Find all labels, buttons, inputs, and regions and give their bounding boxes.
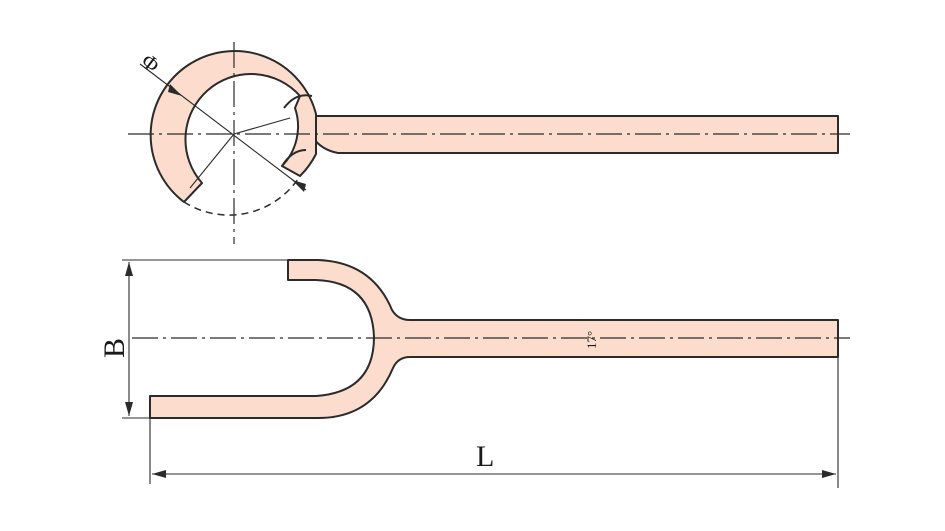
b-arrow-bottom: [125, 402, 133, 416]
ring-lower-cut: [281, 149, 307, 167]
diameter-dimension-line: [139, 63, 307, 191]
length-label: L: [476, 440, 494, 473]
fork-body: [149, 259, 839, 419]
diameter-label: Φ: [137, 48, 165, 78]
l-arrow-left: [152, 470, 166, 478]
ring-radial-line-1: [189, 133, 235, 189]
diameter-arrow-start: [168, 84, 182, 96]
top-view: Φ: [128, 42, 850, 244]
ring-hidden-arc: [183, 175, 301, 216]
angle-label: 17°: [584, 331, 599, 349]
ring-radial-line-2: [233, 117, 291, 135]
b-arrow-top: [125, 262, 133, 276]
bottom-view: B 17° L: [98, 259, 850, 488]
diameter-arrow-end: [292, 180, 306, 192]
top-view-ring: [149, 50, 317, 203]
ring-inner-cut: [283, 94, 313, 109]
width-label: B: [98, 338, 131, 358]
l-arrow-right: [822, 470, 836, 478]
